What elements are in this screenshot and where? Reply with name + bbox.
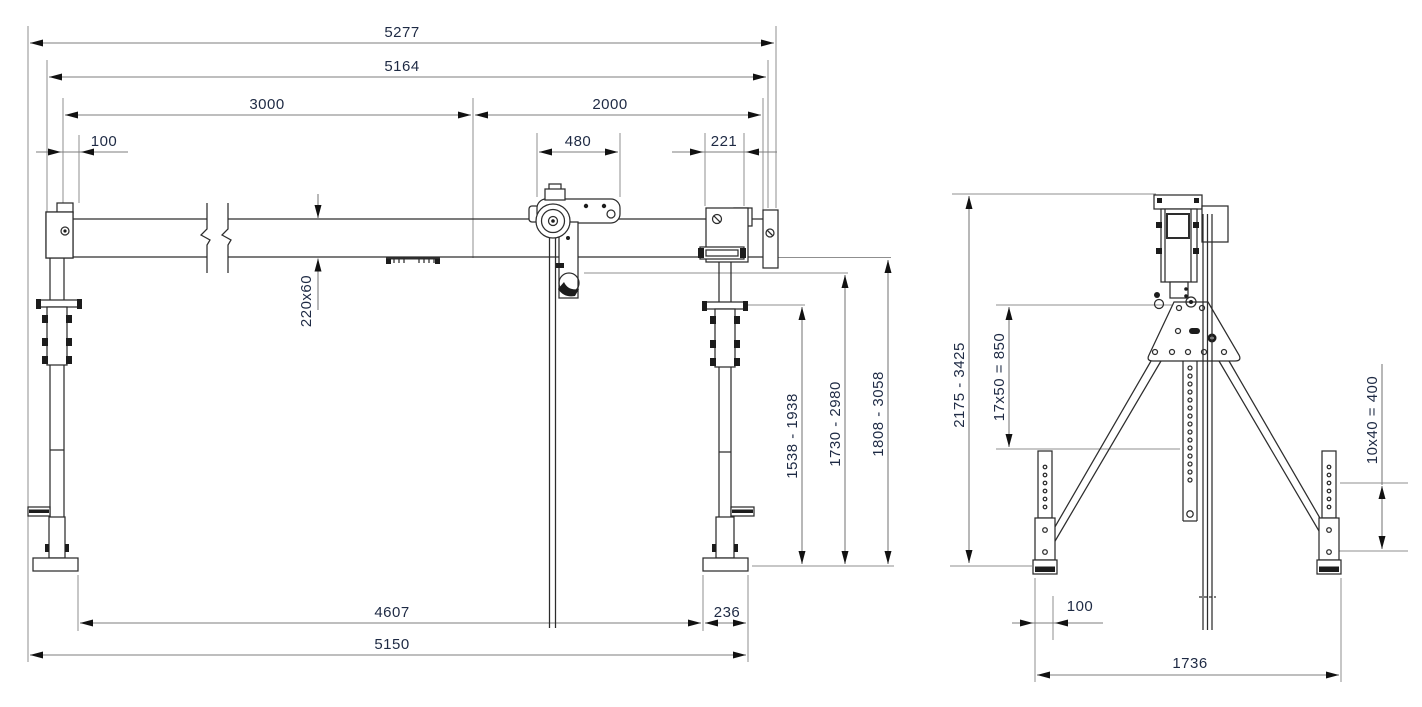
foot-pedal-right bbox=[730, 506, 755, 517]
dim-base-inner-span: 4607 bbox=[80, 604, 701, 627]
right-upright bbox=[702, 262, 755, 572]
dim-upright-height-range: 1538 - 1938 bbox=[784, 307, 806, 564]
dim-underbeam-height-range: 1808 - 3058 bbox=[870, 260, 892, 564]
left-beam-bracket bbox=[45, 211, 74, 259]
right-beam-bracket bbox=[698, 207, 753, 263]
dim-label-mast-holes: 17x50 = 850 bbox=[991, 333, 1008, 422]
dim-leg-hole-pattern: 10x40 = 400 bbox=[1364, 364, 1386, 549]
break-line bbox=[220, 203, 232, 273]
base-plate-left bbox=[32, 557, 79, 572]
left-leg-post bbox=[1032, 450, 1058, 575]
dim-base-width: 1736 bbox=[1037, 655, 1339, 679]
base-plate-right bbox=[702, 557, 749, 572]
dim-frame-length: 5164 bbox=[49, 58, 766, 81]
shackle bbox=[1153, 298, 1165, 310]
dim-hook-height-range: 1730 - 2980 bbox=[827, 275, 849, 564]
dim-mast-hole-pattern: 17x50 = 850 bbox=[991, 307, 1013, 447]
dim-label-base-width: 1736 bbox=[1172, 655, 1207, 672]
dim-base-outer-span: 5150 bbox=[30, 636, 746, 659]
dim-label-end-bracket: 221 bbox=[711, 133, 738, 150]
dim-beam-profile: 220x60 bbox=[298, 194, 322, 327]
hook-clamp bbox=[556, 263, 580, 297]
dim-label-beam-profile: 220x60 bbox=[298, 275, 315, 327]
right-leg-post bbox=[1316, 450, 1342, 575]
front-view: 5277 5164 3000 2000 100 480 221 bbox=[27, 24, 894, 662]
rack-teeth bbox=[386, 257, 440, 264]
dim-label-foot-offset: 100 bbox=[1067, 598, 1094, 615]
dim-label-base-outer-span: 5150 bbox=[374, 636, 409, 653]
dim-label-overall-height: 2175 - 3425 bbox=[951, 342, 968, 428]
main-beam bbox=[46, 203, 763, 273]
center-mast bbox=[1182, 361, 1198, 522]
dim-label-upright-height: 1538 - 1938 bbox=[784, 393, 801, 479]
break-line bbox=[199, 203, 211, 273]
beam-end-plate bbox=[762, 209, 779, 269]
guide-rail bbox=[1199, 214, 1216, 630]
foot-pedal-left bbox=[27, 506, 51, 517]
dim-end-bracket: 221 bbox=[672, 133, 777, 156]
dim-label-underbeam-height: 1808 - 3058 bbox=[870, 371, 887, 457]
gusset-plate bbox=[1147, 296, 1241, 362]
dim-label-overall-length: 5277 bbox=[384, 24, 419, 41]
dim-label-hook-height: 1730 - 2980 bbox=[827, 381, 844, 467]
dim-foot-offset: 100 bbox=[1012, 598, 1103, 627]
dim-label-leg-holes: 10x40 = 400 bbox=[1364, 376, 1381, 465]
extension-lines-front bbox=[27, 26, 894, 662]
dim-label-base-foot: 236 bbox=[714, 604, 741, 621]
dim-overall-height-range: 2175 - 3425 bbox=[951, 196, 973, 563]
dim-trolley-length: 480 bbox=[539, 133, 618, 156]
dim-label-span-left: 3000 bbox=[249, 96, 284, 113]
dim-base-foot: 236 bbox=[705, 604, 746, 627]
dim-label-frame-length: 5164 bbox=[384, 58, 419, 75]
dim-label-trolley-length: 480 bbox=[565, 133, 592, 150]
hoist-trolley bbox=[528, 183, 621, 628]
dim-label-base-inner-span: 4607 bbox=[374, 604, 409, 621]
pulley bbox=[535, 203, 571, 239]
hoist-head bbox=[1153, 194, 1229, 310]
side-view: 2175 - 3425 17x50 = 850 10x40 = 400 100 … bbox=[950, 193, 1408, 682]
dim-edge-offset: 100 bbox=[36, 133, 128, 156]
dim-label-edge-offset: 100 bbox=[91, 133, 118, 150]
dim-overall-length: 5277 bbox=[30, 24, 774, 47]
extension-lines-side bbox=[950, 193, 1408, 682]
dim-label-span-right: 2000 bbox=[592, 96, 627, 113]
dim-span-right: 2000 bbox=[475, 96, 761, 119]
dim-span-left: 3000 bbox=[65, 96, 471, 119]
